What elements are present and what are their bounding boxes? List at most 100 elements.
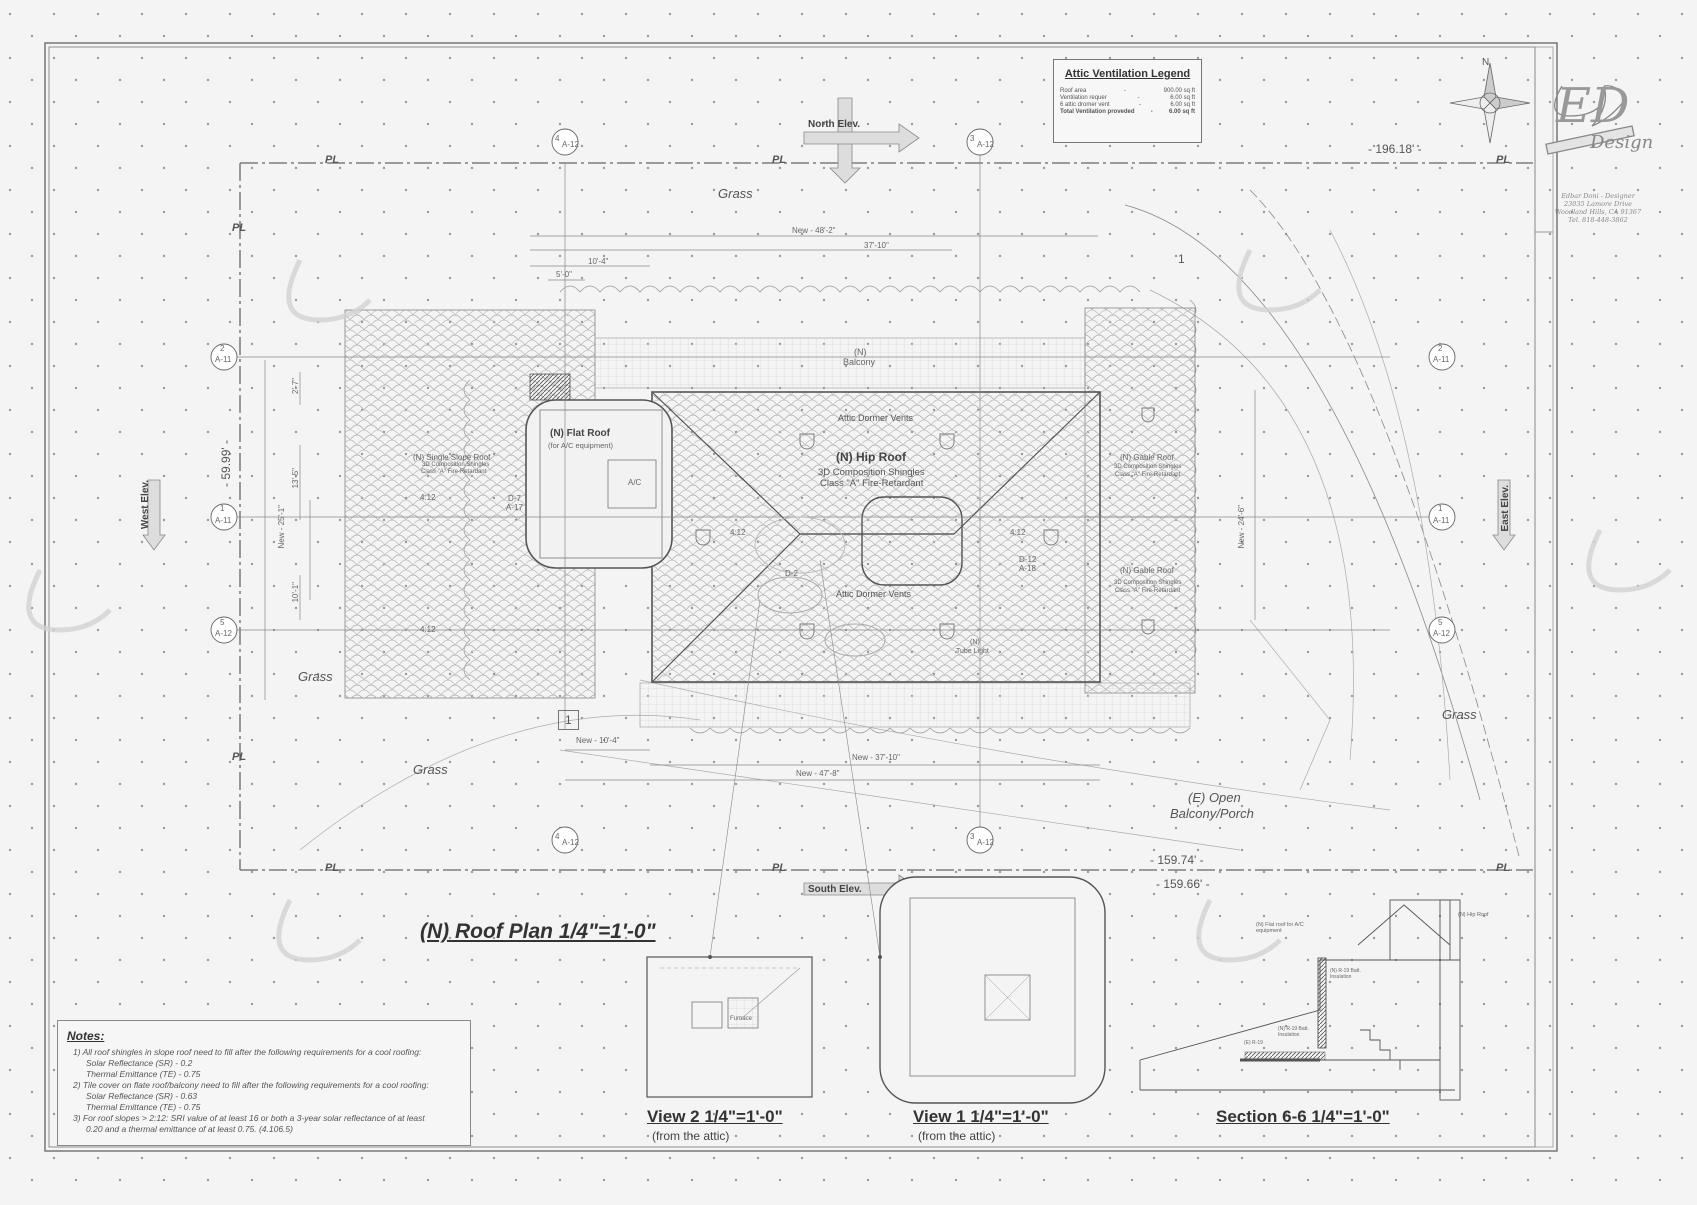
pl-label: PL — [772, 862, 787, 874]
dim-10-4: 10'-4" — [588, 257, 609, 266]
note-line: 0.20 and a thermal emittance of at least… — [86, 1124, 293, 1134]
view1-title: View 1 1/4"=1'-0" — [913, 1107, 1049, 1126]
logo-main: ED — [1556, 78, 1630, 134]
section-marker-number: 5 — [1438, 618, 1443, 627]
balcony-label-1: (N) — [854, 347, 867, 357]
roof-plan-title: (N) Roof Plan 1/4"=1'-0" — [420, 920, 656, 943]
pl-label: PL — [325, 862, 340, 874]
single-slope-roof-label: (N) Single Slope Roof — [413, 453, 491, 462]
slope-label: 4:12 — [420, 493, 436, 502]
south-elev-label: South Elev. — [808, 884, 862, 895]
section-marker-sheet: A-12 — [562, 838, 579, 847]
dim-2-7: 2'-7" — [291, 378, 300, 394]
section-marker-number: 1 — [220, 504, 225, 513]
ac-unit-label: A/C — [628, 478, 642, 487]
section-marker-sheet: A-11 — [1433, 355, 1450, 364]
note-line: 2) Tile cover on flate roof/balcony need… — [73, 1080, 429, 1090]
attic-ventilation-legend: Attic Ventilation Legend Roof area-900.0… — [1053, 59, 1202, 143]
tube-light-label-2: Tube Light — [956, 648, 989, 655]
dim-side-width: - 59.99' - — [219, 440, 233, 487]
flat-roof-label: (N) Flat Roof — [550, 428, 610, 439]
legend-row: 6 attic dromer vent-6.00 sq ft — [1060, 102, 1195, 108]
legend-row: Roof area-900.00 sq ft — [1060, 88, 1195, 94]
logo-sub: Design — [1590, 132, 1654, 153]
gable-roof-class: Class "A" Fire-Retardant — [1115, 472, 1181, 478]
gable-roof-material: 3D Composition Shingles — [1114, 580, 1182, 586]
furnace-label: Furnace — [730, 1016, 753, 1022]
detail-marker: 1 — [558, 710, 579, 730]
slope-label: 4:12 — [420, 625, 436, 634]
pl-label: PL — [232, 222, 247, 234]
designer-info: Edbar Doni - Designer 23035 Lamore Drive… — [1554, 192, 1642, 224]
section-marker-sheet: A-11 — [215, 516, 232, 525]
dim-top-length: - 196.18' - — [1368, 142, 1422, 156]
detail-ref: D-7 — [508, 494, 521, 503]
view2-subtitle: (from the attic) — [652, 1129, 730, 1143]
detail-marker: 1 — [1178, 252, 1185, 266]
detail-ref: D-12 — [1019, 555, 1037, 564]
gable-roof-label: (N) Gable Roof — [1120, 566, 1174, 575]
compass-north-label: N — [1482, 57, 1490, 68]
notes-box: Notes: 1) All roof shingles in slope roo… — [57, 1020, 471, 1146]
pl-label: PL — [325, 154, 340, 166]
section-insulation-label: (N) R-19 Batt. Insulation — [1330, 968, 1361, 980]
section-marker-sheet: A-12 — [215, 629, 232, 638]
dim-5-0: 5'-0" — [556, 270, 572, 279]
gable-roof-material: 3D Composition Shingles — [1114, 464, 1182, 470]
grass-label: Grass — [1442, 707, 1477, 722]
section-marker-number: 3 — [970, 134, 975, 143]
flat-roof-sublabel: (for A/C equipment) — [548, 441, 614, 450]
grass-label: Grass — [718, 186, 753, 201]
note-line: Solar Reflectance (SR) - 0.63 — [86, 1091, 198, 1101]
single-slope-class: Class "A" Fire-Retardant — [421, 469, 487, 475]
detail-ref: D-2 — [785, 569, 798, 578]
section-marker-number: 4 — [555, 832, 560, 841]
dormer-vents-label: Attic Dormer Vents — [836, 589, 912, 599]
view1-subtitle: (from the attic) — [918, 1129, 996, 1143]
legend-row: Ventilation requer-6.00 sq ft — [1060, 95, 1195, 101]
section-existing-insulation-label: (E) R-19 — [1244, 1040, 1263, 1046]
pl-label: PL — [772, 154, 787, 166]
note-line: Thermal Emittance (TE) - 0.75 — [86, 1069, 201, 1079]
section-marker-number: 5 — [220, 618, 225, 627]
pl-label: PL — [1496, 862, 1511, 874]
section-marker-sheet: A-11 — [215, 355, 232, 364]
hip-roof-label: (N) Hip Roof — [836, 450, 906, 464]
section-marker-number: 2 — [1438, 344, 1443, 353]
legend-title: Attic Ventilation Legend — [1064, 68, 1191, 80]
note-line: Thermal Emittance (TE) - 0.75 — [86, 1102, 201, 1112]
section-hip-roof-label: (N) Hip Roof — [1458, 912, 1489, 918]
section-marker-number: 4 — [555, 134, 560, 143]
pl-label: PL — [232, 751, 247, 763]
dim-new-37-10: New - 37'-10" — [852, 753, 900, 762]
single-slope-material: 3D Composition Shingles — [422, 462, 490, 468]
dim-new-47-8: New - 47'-8" — [796, 769, 840, 778]
section-marker-number: 2 — [220, 344, 225, 353]
detail-ref: A-18 — [1019, 564, 1036, 573]
dim-new-48-2: New - 48'-2" — [792, 226, 836, 235]
porch-label-2: Balcony/Porch — [1170, 806, 1254, 821]
dim-new-24-6: New - 24'-6" — [1237, 505, 1246, 549]
note-line: 3) For roof slopes > 2:12: SRI value of … — [73, 1113, 425, 1123]
dim-bottom-length-2: - 159.66' - — [1156, 877, 1210, 891]
section-title: Section 6-6 1/4"=1'-0" — [1216, 1107, 1390, 1126]
section-marker-sheet: A-11 — [1433, 516, 1450, 525]
pl-label: PL — [1496, 154, 1511, 166]
section-marker-sheet: A-12 — [977, 838, 994, 847]
section-marker-number: 3 — [970, 832, 975, 841]
north-elev-label: North Elev. — [808, 119, 861, 130]
slope-label: 4:12 — [730, 528, 746, 537]
west-elev-label: West Elev. — [140, 480, 151, 530]
dim-37-10: 37'-10" — [864, 241, 889, 250]
section-flat-roof-label: (N) Flat roof for A/C equipment — [1256, 922, 1304, 934]
section-marker-sheet: A-12 — [1433, 629, 1450, 638]
east-elev-label: East Elev. — [1500, 485, 1511, 532]
dim-13-5: 13'-5" — [291, 468, 300, 489]
grass-label: Grass — [298, 669, 333, 684]
legend-row: Total Ventilation proveded-6.00 sq ft — [1060, 109, 1195, 115]
gable-roof-class: Class "A" Fire-Retardant — [1115, 588, 1181, 594]
detail-ref: A-17 — [506, 503, 523, 512]
hip-roof-class: Class "A" Fire-Retardant — [820, 478, 924, 489]
dim-new-25-1: New - 25'-1" — [277, 505, 286, 549]
